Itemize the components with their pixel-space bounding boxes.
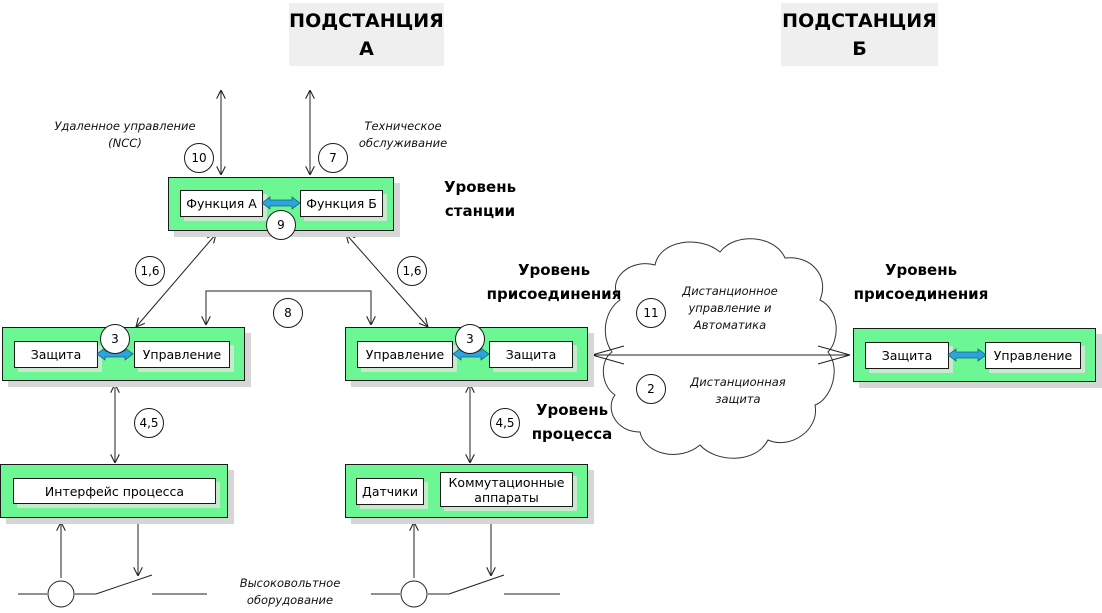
process-interface-box[interactable]: Интерфейс процесса — [13, 478, 216, 504]
bay-level-label-a: Уровень присоединения — [484, 258, 624, 306]
tele-control-label-line2: управление и — [688, 301, 772, 315]
process-level-label-line2: процесса — [531, 425, 613, 443]
tele-protection-label: Дистанционная защита — [678, 374, 798, 408]
station-level-label-line2: станции — [444, 202, 516, 220]
bay-level-label-a-line2: присоединения — [486, 285, 622, 303]
tele-link-right-head — [817, 345, 851, 365]
function-a-box[interactable]: Функция А — [180, 190, 263, 217]
bay-level-label-b-line1: Уровень — [884, 261, 958, 279]
switchgear-box-line1: Коммутационные — [448, 474, 565, 490]
switchgear-box[interactable]: Коммутационные аппараты — [440, 472, 573, 507]
process-level-label-line1: Уровень — [535, 401, 609, 419]
badge-bay-process-left: 4,5 — [134, 408, 164, 438]
remote-control-label-line1: Удаленное управление — [54, 119, 196, 133]
bay-right-protection-box[interactable]: Защита — [489, 341, 573, 368]
bay-remote-protection-box[interactable]: Защита — [865, 342, 949, 369]
badge-maintenance: 7 — [318, 143, 348, 173]
bay-left-protection-box[interactable]: Защита — [14, 341, 98, 368]
hv-equipment-label: Высоковольтное оборудование — [210, 575, 370, 609]
hv-equipment-left-symbol — [18, 574, 207, 608]
tele-control-label-line3: Автоматика — [693, 318, 767, 332]
substation-b-title-line1: ПОДСТАНЦИЯ — [782, 10, 937, 32]
bay-right-control-box[interactable]: Управление — [357, 341, 453, 368]
process-left-node[interactable]: Интерфейс процесса — [0, 464, 228, 518]
substation-b-title-line2: Б — [852, 38, 867, 60]
maintenance-label: Техническое обслуживание — [338, 118, 468, 152]
substation-a-title-line2: А — [359, 38, 374, 60]
switchgear-box-line2: аппараты — [474, 489, 539, 505]
substation-a-title: ПОДСТАНЦИЯ А — [289, 3, 444, 66]
bay-to-bay-link — [206, 290, 371, 325]
badge-bay-to-bay: 8 — [273, 298, 303, 328]
bay-level-label-a-line1: Уровень — [517, 261, 591, 279]
process-right-node[interactable]: Датчики Коммутационные аппараты — [345, 464, 588, 518]
station-level-label-line1: Уровень — [443, 178, 517, 196]
tele-control-label-line1: Дистанционное — [682, 284, 778, 298]
bay-remote-control-box[interactable]: Управление — [985, 342, 1081, 369]
hv-equipment-right-symbol — [371, 574, 560, 608]
bay-remote-node[interactable]: Защита Управление — [853, 328, 1096, 382]
process-level-label: Уровень процесса — [522, 398, 622, 446]
sensors-box[interactable]: Датчики — [356, 478, 424, 505]
maintenance-label-line1: Техническое — [364, 119, 442, 133]
bay-level-label-b: Уровень присоединения — [846, 258, 996, 306]
hv-equipment-label-line1: Высоковольтное — [239, 576, 341, 590]
station-bay-right-link — [346, 234, 428, 327]
remote-control-label: Удаленное управление (NCC) — [40, 118, 210, 152]
badge-bay-process-right: 4,5 — [490, 408, 520, 438]
bay-level-label-b-line2: присоединения — [853, 285, 989, 303]
badge-station-bay-right: 1,6 — [397, 256, 427, 286]
hv-equipment-label-line2: оборудование — [246, 593, 334, 607]
function-b-box[interactable]: Функция Б — [300, 190, 383, 217]
tele-control-label: Дистанционное управление и Автоматика — [668, 283, 792, 334]
badge-station-internal: 9 — [266, 210, 296, 240]
wan-cloud-shape — [602, 238, 837, 459]
badge-remote-control: 10 — [184, 143, 214, 173]
substation-b-title: ПОДСТАНЦИЯ Б — [781, 3, 938, 66]
station-bay-left-link — [136, 234, 216, 327]
badge-tele-control: 11 — [636, 298, 666, 328]
badge-bay-left-internal: 3 — [100, 324, 130, 354]
remote-control-label-line2: (NCC) — [108, 136, 142, 150]
maintenance-label-line2: обслуживание — [358, 136, 448, 150]
bay-left-control-box[interactable]: Управление — [134, 341, 230, 368]
badge-station-bay-left: 1,6 — [135, 256, 165, 286]
substation-a-title-line1: ПОДСТАНЦИЯ — [289, 10, 444, 32]
tele-protection-label-line2: защита — [715, 392, 761, 406]
tele-link-left-head — [591, 345, 625, 365]
badge-tele-protection: 2 — [636, 374, 666, 404]
station-level-label: Уровень станции — [425, 175, 535, 223]
badge-bay-right-internal: 3 — [455, 324, 485, 354]
tele-protection-label-line1: Дистанционная — [690, 375, 786, 389]
